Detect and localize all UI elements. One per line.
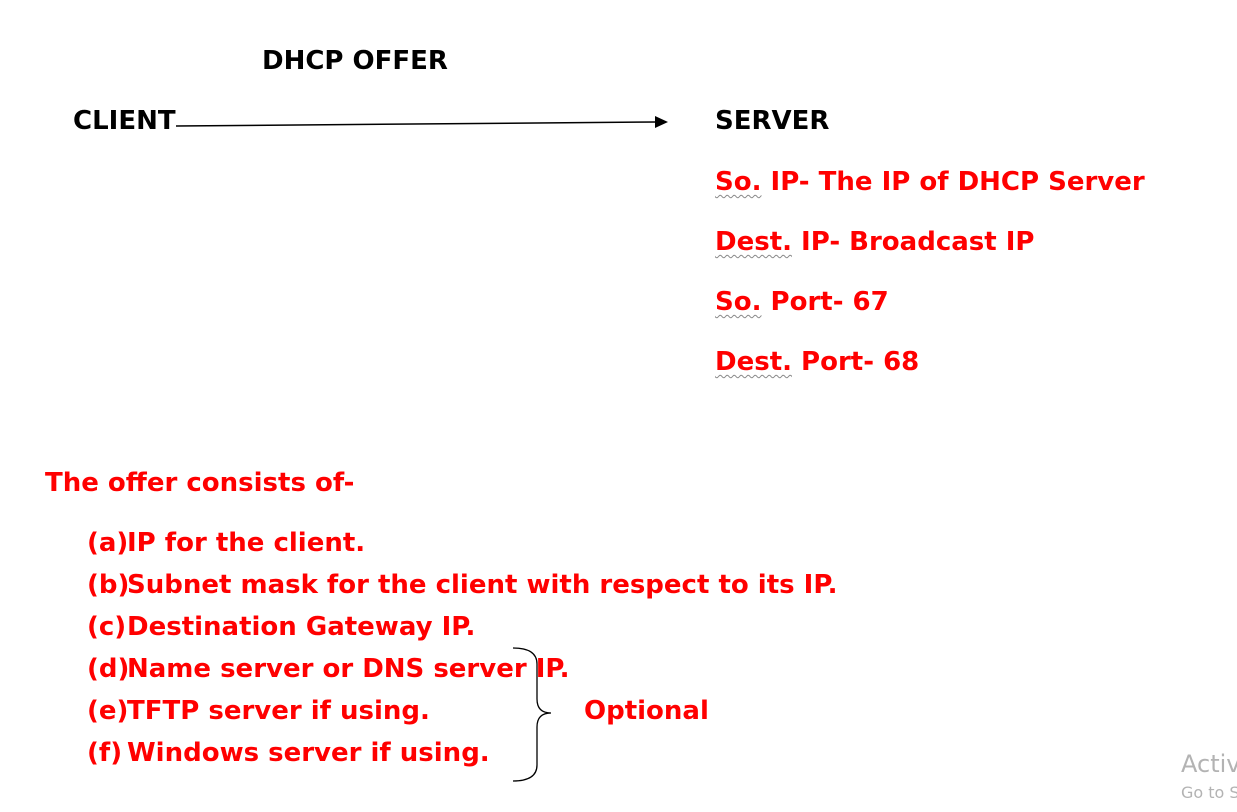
client-to-server-arrow-line [175, 121, 657, 127]
list-item: (d)Name server or DNS server IP. [87, 654, 570, 684]
list-item-label: (a) [87, 528, 129, 558]
optional-brace [512, 647, 552, 782]
server-field-source-ip: So. IP- The IP of DHCP Server [715, 167, 1145, 197]
server-field-key: So. [715, 167, 762, 197]
list-item: (b)Subnet mask for the client with respe… [87, 570, 838, 600]
server-field-value: Port- 67 [761, 287, 889, 317]
server-field-dest-ip: Dest. IP- Broadcast IP [715, 227, 1034, 257]
server-field-key: So. [715, 287, 762, 317]
offer-heading: The offer consists of- [45, 468, 355, 498]
server-field-value: IP- The IP of DHCP Server [761, 167, 1145, 197]
server-field-source-port: So. Port- 67 [715, 287, 889, 317]
list-item-text: IP for the client. [127, 528, 366, 558]
server-field-value: Port- 68 [792, 347, 920, 377]
list-item-label: (d) [87, 654, 130, 684]
list-item-text: Destination Gateway IP. [127, 612, 476, 642]
client-label: CLIENT [73, 106, 176, 136]
list-item-label: (f) [87, 738, 123, 768]
list-item: (f)Windows server if using. [87, 738, 490, 768]
server-field-value: IP- Broadcast IP [792, 227, 1035, 257]
list-item-text: Name server or DNS server IP. [127, 654, 570, 684]
activation-watermark-title: Activ [1181, 750, 1237, 778]
list-item: (e)TFTP server if using. [87, 696, 430, 726]
server-field-key: Dest. [715, 347, 792, 377]
list-item-label: (c) [87, 612, 127, 642]
server-field-key: Dest. [715, 227, 792, 257]
list-item: (a)IP for the client. [87, 528, 365, 558]
list-item-text: TFTP server if using. [127, 696, 430, 726]
arrow-head-icon [655, 116, 668, 128]
list-item-text: Subnet mask for the client with respect … [127, 570, 838, 600]
server-label: SERVER [715, 106, 830, 136]
server-field-dest-port: Dest. Port- 68 [715, 347, 919, 377]
diagram-title: DHCP OFFER [262, 46, 448, 76]
activation-watermark-subtitle: Go to S [1181, 783, 1237, 802]
list-item: (c)Destination Gateway IP. [87, 612, 475, 642]
optional-label: Optional [584, 696, 709, 726]
list-item-label: (e) [87, 696, 129, 726]
list-item-label: (b) [87, 570, 130, 600]
list-item-text: Windows server if using. [127, 738, 490, 768]
